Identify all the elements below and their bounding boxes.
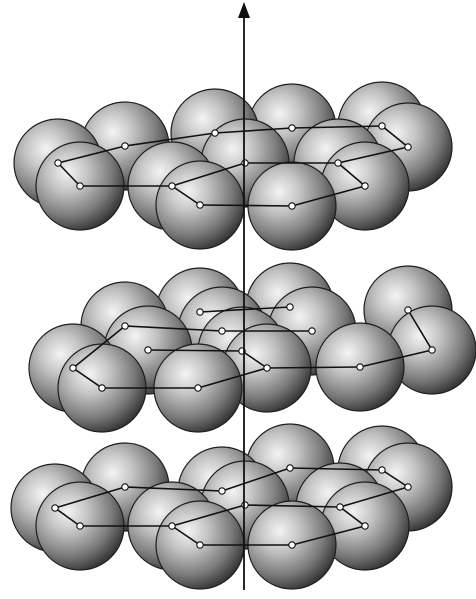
bottom-layer (11, 424, 452, 589)
atom-node (405, 307, 411, 313)
atom-node (309, 328, 315, 334)
atom-node (379, 123, 385, 129)
atom-node (242, 502, 248, 508)
atom-node (287, 465, 293, 471)
atom-node (362, 523, 368, 529)
atom-node (197, 202, 203, 208)
atom-node (335, 160, 341, 166)
atom-node (289, 203, 295, 209)
atom-node (77, 183, 83, 189)
atom-node (219, 488, 225, 494)
atom-node (195, 385, 201, 391)
top-layer (14, 82, 452, 250)
atom-node (289, 542, 295, 548)
atom-node (429, 347, 435, 353)
atom-node (122, 484, 128, 490)
atom-node (264, 365, 270, 371)
atom-node (405, 484, 411, 490)
atom-node (70, 365, 76, 371)
atom-node (197, 542, 203, 548)
atom-node (289, 125, 295, 131)
bond-line (148, 350, 242, 351)
atom-node (197, 309, 203, 315)
atom-node (122, 143, 128, 149)
atom-node (362, 183, 368, 189)
atom-node (55, 160, 61, 166)
atom-node (337, 504, 343, 510)
atom-node (122, 323, 128, 329)
atom-node (212, 130, 218, 136)
atom-node (242, 160, 248, 166)
atom-node (169, 183, 175, 189)
atom-node (379, 467, 385, 473)
bond-line (200, 205, 292, 206)
atom-node (169, 523, 175, 529)
atom-node (287, 304, 293, 310)
atom-node (145, 347, 151, 353)
atom-node (99, 385, 105, 391)
atom-node (405, 144, 411, 150)
atom-node (219, 328, 225, 334)
atom-node (357, 364, 363, 370)
atom-node (77, 523, 83, 529)
middle-layer (29, 263, 476, 432)
atom-node (52, 505, 58, 511)
arrow-up-icon (238, 2, 250, 18)
bond-line (267, 367, 360, 368)
